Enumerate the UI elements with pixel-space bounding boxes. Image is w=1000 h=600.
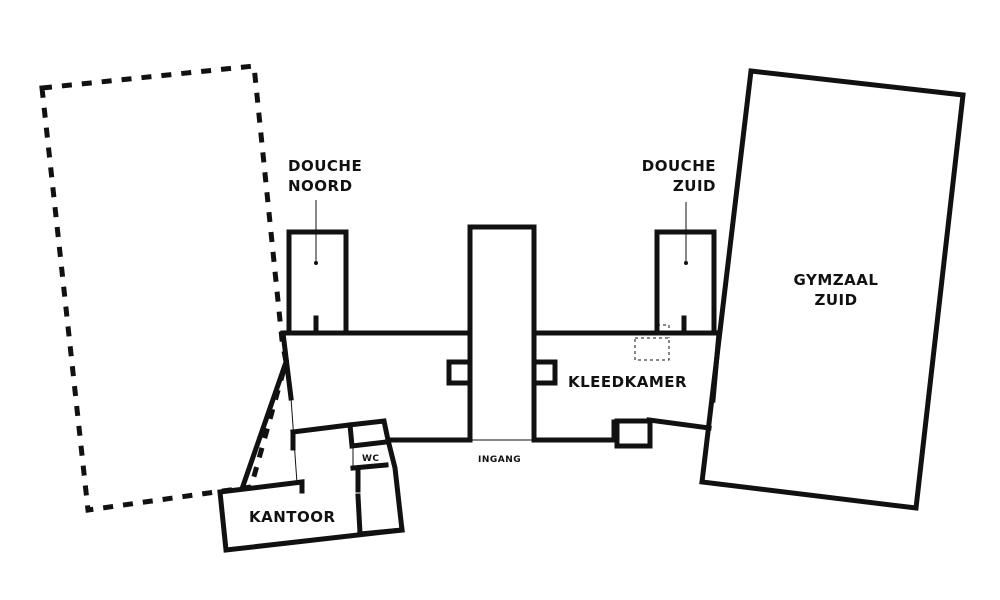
entrance-left-stub (446, 359, 473, 386)
diagonal-link-wall (239, 358, 290, 490)
douche-noord-walls (286, 229, 349, 335)
label-gymzaal-zuid: GYMZAAL ZUID (793, 271, 879, 310)
label-douche-noord: DOUCHE NOORD (288, 157, 363, 196)
kantoor-walls (217, 479, 405, 553)
label-ingang: INGANG (478, 455, 522, 465)
label-wc: WC (362, 454, 380, 464)
east-wall (710, 330, 722, 403)
label-kleedkamer: KLEEDKAMER (568, 373, 688, 391)
dashed-fixture (634, 324, 670, 361)
label-douche-zuid: DOUCHE ZUID (641, 157, 716, 196)
douche-noord-marker (314, 261, 318, 265)
door-lines (290, 200, 714, 484)
label-kantoor: KANTOOR (249, 508, 336, 526)
entrance-right-stub (531, 359, 558, 386)
wc-walls (347, 422, 389, 536)
south-niche (614, 418, 653, 449)
south-wall-east (531, 417, 712, 443)
dashed-building-outline (39, 63, 289, 513)
douche-zuid-marker (684, 261, 688, 265)
entrance-block-walls (467, 224, 537, 443)
